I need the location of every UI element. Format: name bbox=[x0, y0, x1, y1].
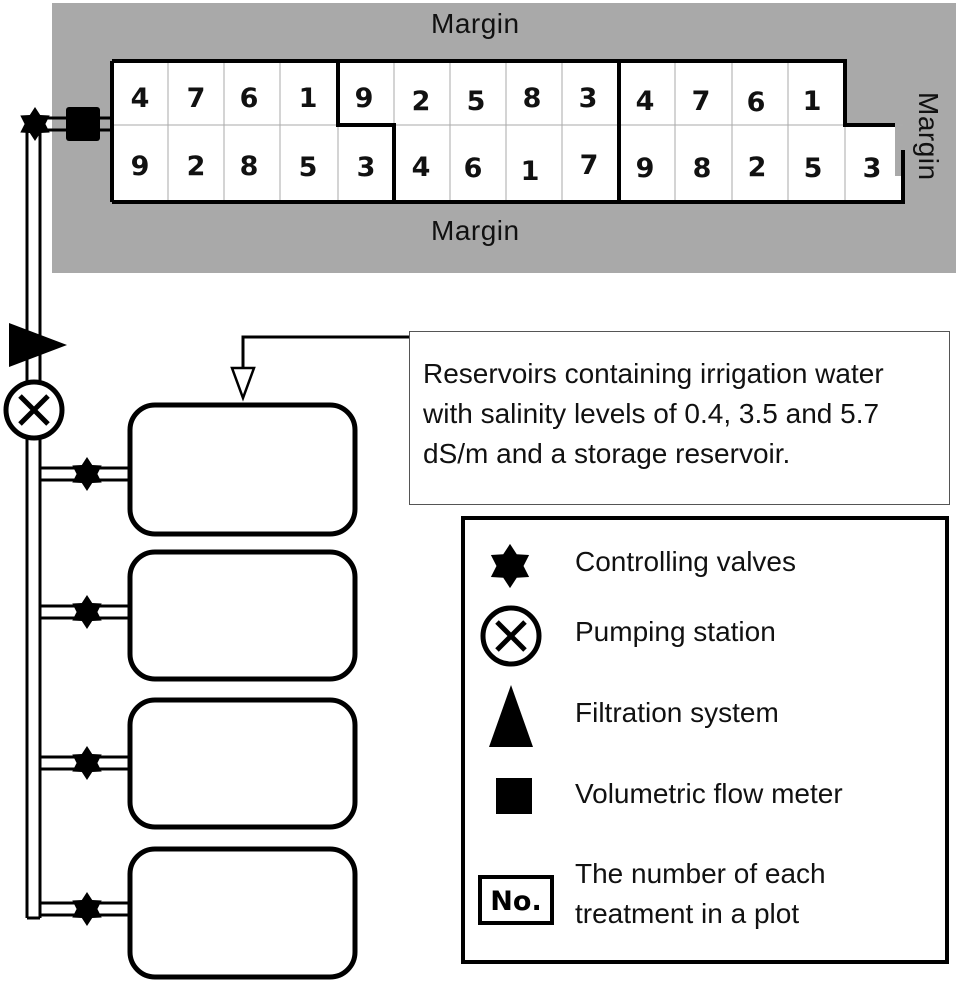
legend: No. Controlling valves Pumping station F… bbox=[461, 516, 949, 964]
plot-number: 2 bbox=[748, 152, 767, 183]
plot-number: 4 bbox=[131, 83, 150, 114]
controlling-valve-icon bbox=[20, 107, 50, 141]
plot-number: 3 bbox=[863, 153, 882, 184]
filtration-system-icon bbox=[489, 685, 533, 747]
main-supply-pipe bbox=[25, 116, 130, 920]
legend-label: The number of each bbox=[575, 858, 826, 889]
margin-label-bottom: Margin bbox=[431, 215, 520, 246]
plot-number: 4 bbox=[636, 86, 655, 117]
plot-number: 5 bbox=[299, 152, 318, 183]
plot-number: 8 bbox=[523, 83, 542, 114]
reservoir bbox=[127, 549, 358, 682]
legend-label: Controlling valves bbox=[575, 546, 796, 577]
reservoir bbox=[127, 846, 358, 980]
plot-number: 5 bbox=[467, 86, 486, 117]
legend-label: treatment in a plot bbox=[575, 898, 800, 929]
controlling-valve-icon bbox=[72, 457, 102, 491]
margin-label-top: Margin bbox=[431, 8, 520, 39]
plot-number: 9 bbox=[636, 153, 655, 184]
plot-number: 6 bbox=[240, 83, 259, 114]
plot-number: 6 bbox=[747, 87, 766, 118]
callout-text: Reservoirs containing irrigation water w… bbox=[423, 354, 943, 474]
plot-number: 7 bbox=[187, 83, 206, 114]
plot-number: 2 bbox=[187, 151, 206, 182]
plot-number: 9 bbox=[131, 151, 150, 182]
flow-meter-icon bbox=[496, 778, 532, 814]
plot-number: 3 bbox=[579, 83, 598, 114]
controlling-valve-icon bbox=[72, 892, 102, 926]
plot-number: 5 bbox=[804, 153, 823, 184]
legend-label: Filtration system bbox=[575, 697, 779, 728]
callout-arrow bbox=[230, 335, 409, 402]
reservoir bbox=[127, 402, 358, 537]
pumping-station-icon bbox=[480, 605, 542, 667]
plot-number: 6 bbox=[464, 153, 483, 184]
flow-meter-icon bbox=[66, 107, 100, 141]
legend-label: Volumetric flow meter bbox=[575, 778, 843, 809]
plot-number: 1 bbox=[299, 83, 318, 114]
treatment-number-icon bbox=[478, 875, 554, 925]
controlling-valve-icon bbox=[490, 543, 530, 589]
legend-icons: No. bbox=[478, 543, 554, 925]
plot-number: 8 bbox=[240, 151, 259, 182]
filtration-system-icon bbox=[9, 323, 67, 367]
plot-number: 2 bbox=[412, 86, 431, 117]
reservoir bbox=[127, 697, 358, 830]
callout-line: Reservoirs containing irrigation water bbox=[423, 358, 884, 389]
callout-line: with salinity levels of 0.4, 3.5 and 5.7 bbox=[423, 398, 880, 429]
plot-number: 1 bbox=[521, 156, 540, 187]
pumping-station-icon bbox=[3, 379, 65, 441]
plot-number: 9 bbox=[355, 83, 374, 114]
plot-number: 8 bbox=[693, 153, 712, 184]
plot-number: 1 bbox=[803, 86, 822, 117]
plot-number: 3 bbox=[357, 152, 376, 183]
plot-number: 7 bbox=[580, 150, 599, 181]
plot-number: 7 bbox=[692, 86, 711, 117]
reservoirs-callout: Reservoirs containing irrigation water w… bbox=[409, 331, 950, 505]
controlling-valve-icon bbox=[72, 595, 102, 629]
callout-line: dS/m and a storage reservoir. bbox=[423, 438, 791, 469]
controlling-valve-icon bbox=[72, 746, 102, 780]
treatment-number-badge: No. bbox=[490, 886, 541, 917]
legend-label: Pumping station bbox=[575, 616, 776, 647]
plot-number: 4 bbox=[412, 152, 431, 183]
plot-field: 4 7 6 1 9 2 5 8 3 4 7 6 1 9 2 8 5 3 4 6 bbox=[110, 59, 905, 204]
